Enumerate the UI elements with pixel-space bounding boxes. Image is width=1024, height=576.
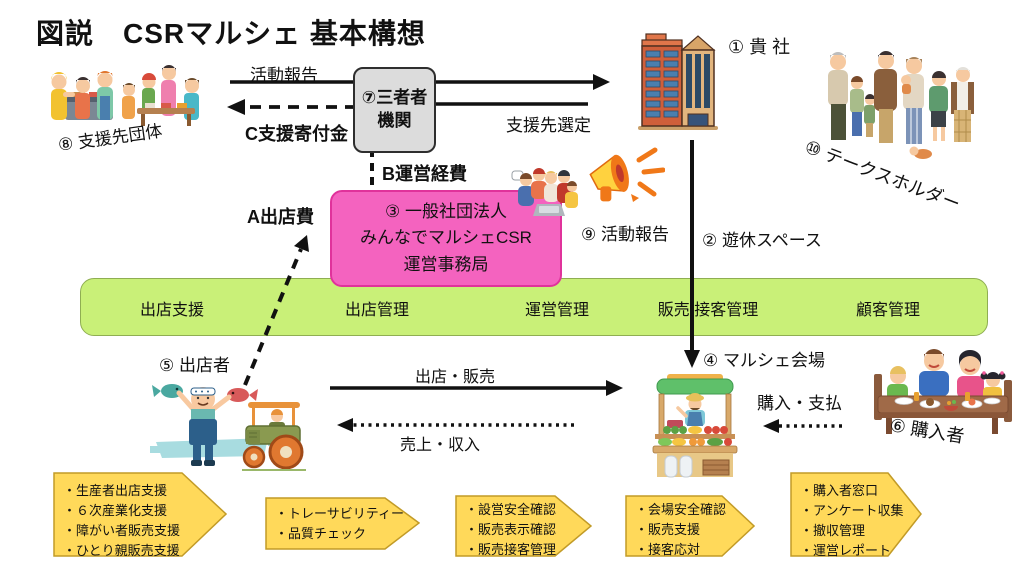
market-stall-illustration <box>652 374 738 478</box>
company-building-illustration <box>638 33 718 130</box>
company-to-venue-arrow <box>684 140 700 368</box>
bar-item-shop-support: 出店支援 <box>139 302 205 319</box>
pentagon-shape <box>53 472 227 557</box>
secretariat-line3: 運営事務局 <box>403 254 489 274</box>
activity-report-top-label: 活動報告 <box>250 66 318 85</box>
task-box-setup-safety: ・設営安全確認 ・販売表示確認 ・販売接客管理 <box>455 495 592 557</box>
bar-item-customer-management: 顧客管理 <box>855 302 921 319</box>
task-item: ・障がい者販売支援 <box>63 523 181 539</box>
supported-group-illustration <box>51 65 199 126</box>
vendor-label: ⑤ 出店者 <box>159 356 230 375</box>
task-box-traceability: ・トレーサビリティー ・品質チェック <box>265 497 420 550</box>
task-item: ・設営安全確認 <box>465 502 557 517</box>
donation-dashed-arrow <box>227 99 356 115</box>
venue-label: ④ マルシェ会場 <box>703 351 825 370</box>
open-sell-arrow <box>330 380 623 396</box>
secretariat-line2: みんなでマルシェCSR <box>360 228 532 248</box>
task-item: ・トレーサビリティー <box>275 506 404 521</box>
task-item: ・販売接客管理 <box>465 542 557 558</box>
office-team-illustration <box>511 168 578 216</box>
sales-income-dotted-arrow <box>337 418 574 432</box>
task-item: ・運営レポート <box>800 543 892 559</box>
task-item: ・販売支援 <box>635 522 701 538</box>
secretariat-box: ③ 一般社団法人 みんなでマルシェCSR 運営事務局 <box>330 190 562 287</box>
task-item: ・生産者出店支援 <box>63 483 168 498</box>
vendor-illustration <box>150 384 306 471</box>
idle-space-label: ② 遊休スペース <box>702 231 822 250</box>
task-item: ・ひとり親販売支援 <box>63 543 180 559</box>
bar-item-sales-service-management: 販売 接客管理 <box>657 302 759 319</box>
task-box-venue-safety: ・会場安全確認 ・販売支援 ・接客応対 <box>625 495 755 557</box>
pentagon-shape <box>625 495 755 557</box>
task-item: ・６次産業化支援 <box>63 503 168 519</box>
pentagon-shape <box>455 495 592 557</box>
megaphone-icon <box>589 147 665 202</box>
pentagon-shape <box>265 497 420 550</box>
pr-activity-report-label: ⑨ 活動報告 <box>581 225 669 244</box>
task-item: ・品質チェック <box>275 526 367 542</box>
third-party-line1: ⑦三者者 <box>361 88 428 108</box>
page-title: 図説 CSRマルシェ 基本構想 <box>36 18 426 49</box>
sales-income-label: 売上・収入 <box>400 437 481 454</box>
third-party-line2: 機関 <box>377 111 412 130</box>
task-box-producer-support: ・生産者出店支援 ・６次産業化支援 ・障がい者販売支援 ・ひとり親販売支援 <box>53 472 227 558</box>
third-party-box: ⑦三者者 機関 <box>353 67 436 153</box>
pentagon-shape <box>790 472 922 557</box>
donation-label: C支援寄付金 <box>245 124 348 144</box>
shop-fee-dashed-arrow <box>243 235 309 386</box>
bar-item-shop-management: 出店管理 <box>344 302 410 319</box>
bar-item-operation-management: 運営管理 <box>524 302 590 319</box>
purchase-pay-label: 購入・支払 <box>757 394 842 413</box>
support-selection-label: 支援先選定 <box>506 116 591 135</box>
stakeholders-illustration <box>828 51 974 159</box>
task-item: ・販売表示確認 <box>465 522 557 538</box>
task-item: ・接客応対 <box>635 542 701 558</box>
secretariat-line1: ③ 一般社団法人 <box>385 201 507 221</box>
management-bar <box>80 278 988 336</box>
operating-cost-label: B運営経費 <box>382 164 467 184</box>
company-label: ① 貴 社 <box>728 37 791 57</box>
purchase-pay-dotted-arrow <box>763 419 842 433</box>
family-illustration <box>874 349 1012 434</box>
task-item: ・購入者窓口 <box>800 483 879 498</box>
task-item: ・アンケート収集 <box>800 503 904 519</box>
task-box-buyer-desk: ・購入者窓口 ・アンケート収集 ・撤収管理 ・運営レポート <box>790 472 922 558</box>
task-item: ・撤収管理 <box>800 523 866 539</box>
open-sell-label: 出店・販売 <box>415 369 496 386</box>
task-item: ・会場安全確認 <box>635 502 727 517</box>
shop-fee-label: A出店費 <box>247 207 314 227</box>
